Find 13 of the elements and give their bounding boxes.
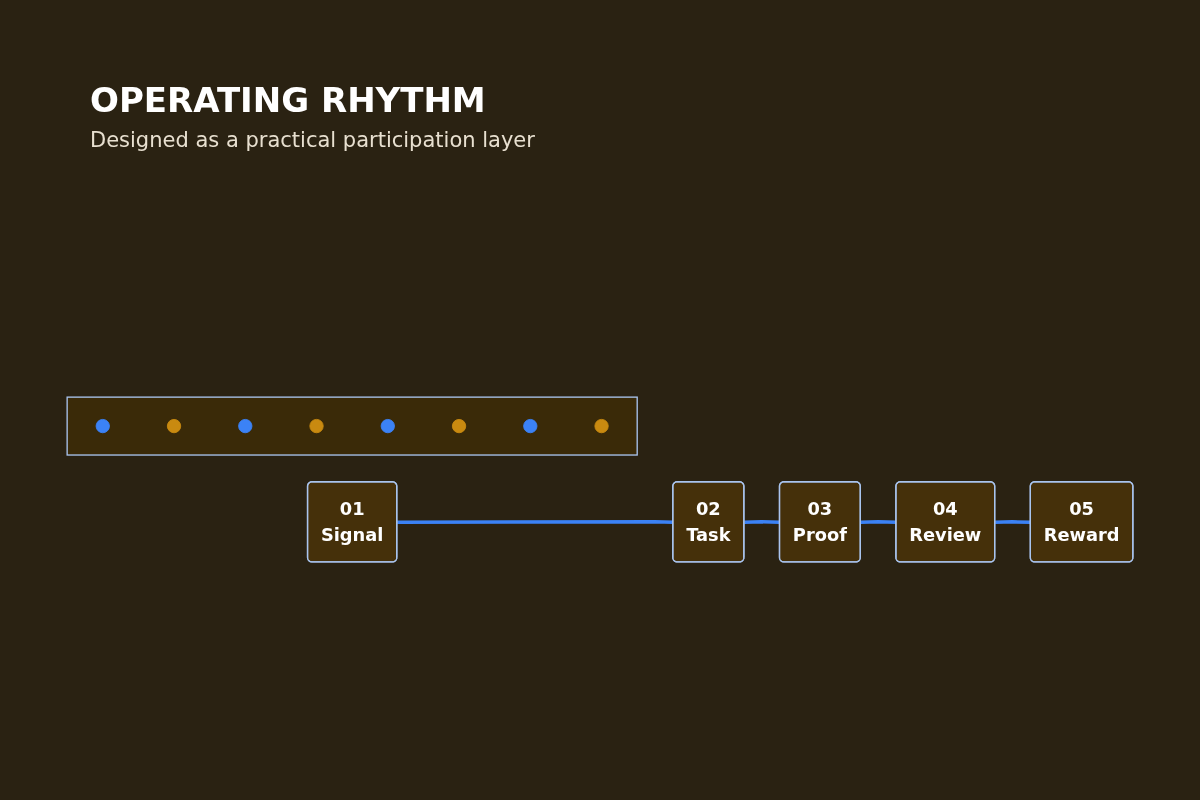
connector [744,520,780,525]
node-circle [380,419,395,434]
node-circle [166,419,182,434]
connector [995,520,1031,525]
node-circle [309,419,324,434]
node-circle [594,419,609,434]
node-circle [95,419,110,434]
node-circle [238,419,253,434]
cluster [66,396,638,457]
diagram-title: OPERATING RHYTHM [90,80,486,120]
node-circle [523,419,538,434]
subtitle-text: Designed as a practical participation layer [90,128,535,152]
node-circle [451,419,467,434]
